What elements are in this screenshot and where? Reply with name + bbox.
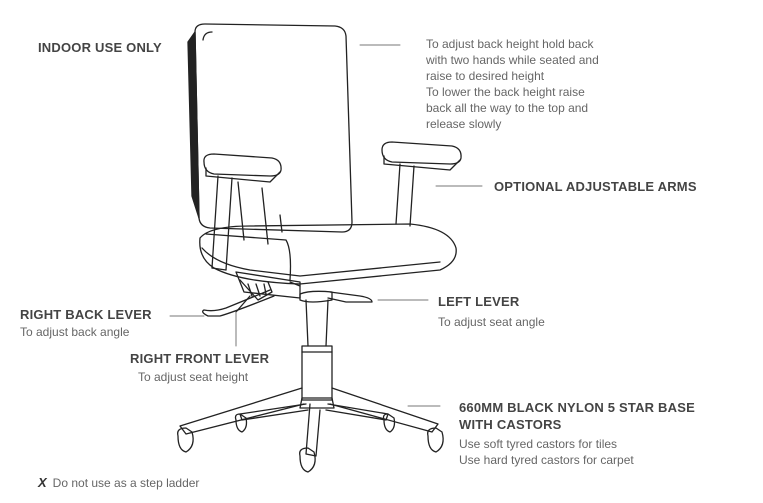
- left-lever-desc: To adjust seat angle: [438, 315, 545, 329]
- base-desc-line2: Use hard tyred castors for carpet: [459, 453, 634, 467]
- base-desc-line1: Use soft tyred castors for tiles: [459, 437, 618, 451]
- right-back-lever-desc: To adjust back angle: [20, 325, 130, 339]
- right-armrest: [203, 153, 282, 271]
- indoor-use-label: INDOOR USE ONLY: [38, 40, 162, 55]
- back-height-line: release slowly: [426, 117, 502, 131]
- adjustable-arms-label: OPTIONAL ADJUSTABLE ARMS: [494, 179, 697, 194]
- left-lever-title: LEFT LEVER: [438, 294, 520, 309]
- back-height-line: To adjust back height hold back: [426, 37, 594, 51]
- backrest: [187, 23, 353, 233]
- right-back-lever-title: RIGHT BACK LEVER: [20, 307, 152, 322]
- back-height-line: back all the way to the top and: [426, 101, 589, 115]
- back-height-note: To adjust back height hold back with two…: [426, 36, 599, 132]
- warning-x-icon: X: [38, 475, 47, 490]
- back-support: [237, 181, 269, 245]
- star-base: [179, 387, 439, 457]
- leader-lines: [169, 44, 483, 407]
- back-height-line: To lower the back height raise: [426, 85, 585, 99]
- back-height-line: raise to desired height: [426, 69, 545, 83]
- back-height-line: with two hands while seated and: [426, 53, 599, 67]
- gas-lift: [301, 299, 333, 401]
- castors: [177, 413, 444, 473]
- base-title-line2: WITH CASTORS: [459, 417, 562, 432]
- right-front-lever-title: RIGHT FRONT LEVER: [130, 351, 270, 366]
- step-ladder-warning: X Do not use as a step ladder: [38, 475, 199, 490]
- warning-text: Do not use as a step ladder: [52, 476, 200, 490]
- mechanism: [202, 271, 373, 317]
- left-armrest: [381, 141, 462, 227]
- base-title-line1: 660MM BLACK NYLON 5 STAR BASE: [459, 400, 695, 415]
- right-front-lever-desc: To adjust seat height: [138, 370, 249, 384]
